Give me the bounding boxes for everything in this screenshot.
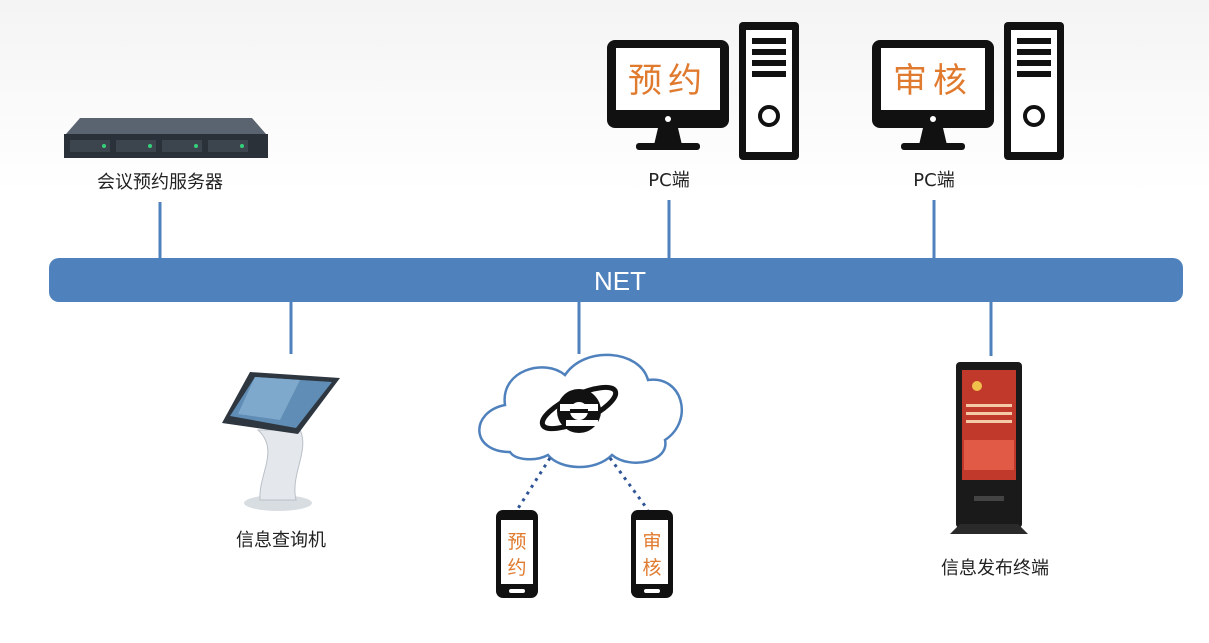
phone-review-icon <box>631 510 673 598</box>
pc-booking-screen-text: 预约 <box>628 61 708 101</box>
net-label: NET <box>594 266 646 296</box>
connectors <box>158 200 993 356</box>
server-icon <box>64 118 268 158</box>
pc-review-screen-text: 审核 <box>893 61 973 101</box>
pc-review-label: PC端 <box>913 170 954 191</box>
signage-label: 信息发布终端 <box>941 558 1049 579</box>
net-bus <box>49 258 1183 302</box>
pc-booking-label: PC端 <box>648 170 689 191</box>
kiosk-label: 信息查询机 <box>236 530 326 551</box>
phone-booking-text-bottom: 约 <box>507 557 526 579</box>
ie-browser-icon <box>539 384 619 433</box>
kiosk-icon <box>222 372 340 511</box>
wireless-link-booking <box>515 457 552 511</box>
wireless-link-review <box>608 457 650 511</box>
wireless-links <box>515 457 650 511</box>
phone-review-text-bottom: 核 <box>642 557 661 579</box>
phone-review-text-top: 审 <box>642 531 661 553</box>
phone-booking-icon <box>496 510 538 598</box>
pc-review-icon <box>872 22 1064 160</box>
signage-icon <box>950 362 1028 534</box>
server-label: 会议预约服务器 <box>97 172 223 193</box>
phone-booking-text-top: 预 <box>507 531 526 553</box>
pc-booking-icon <box>607 22 799 160</box>
